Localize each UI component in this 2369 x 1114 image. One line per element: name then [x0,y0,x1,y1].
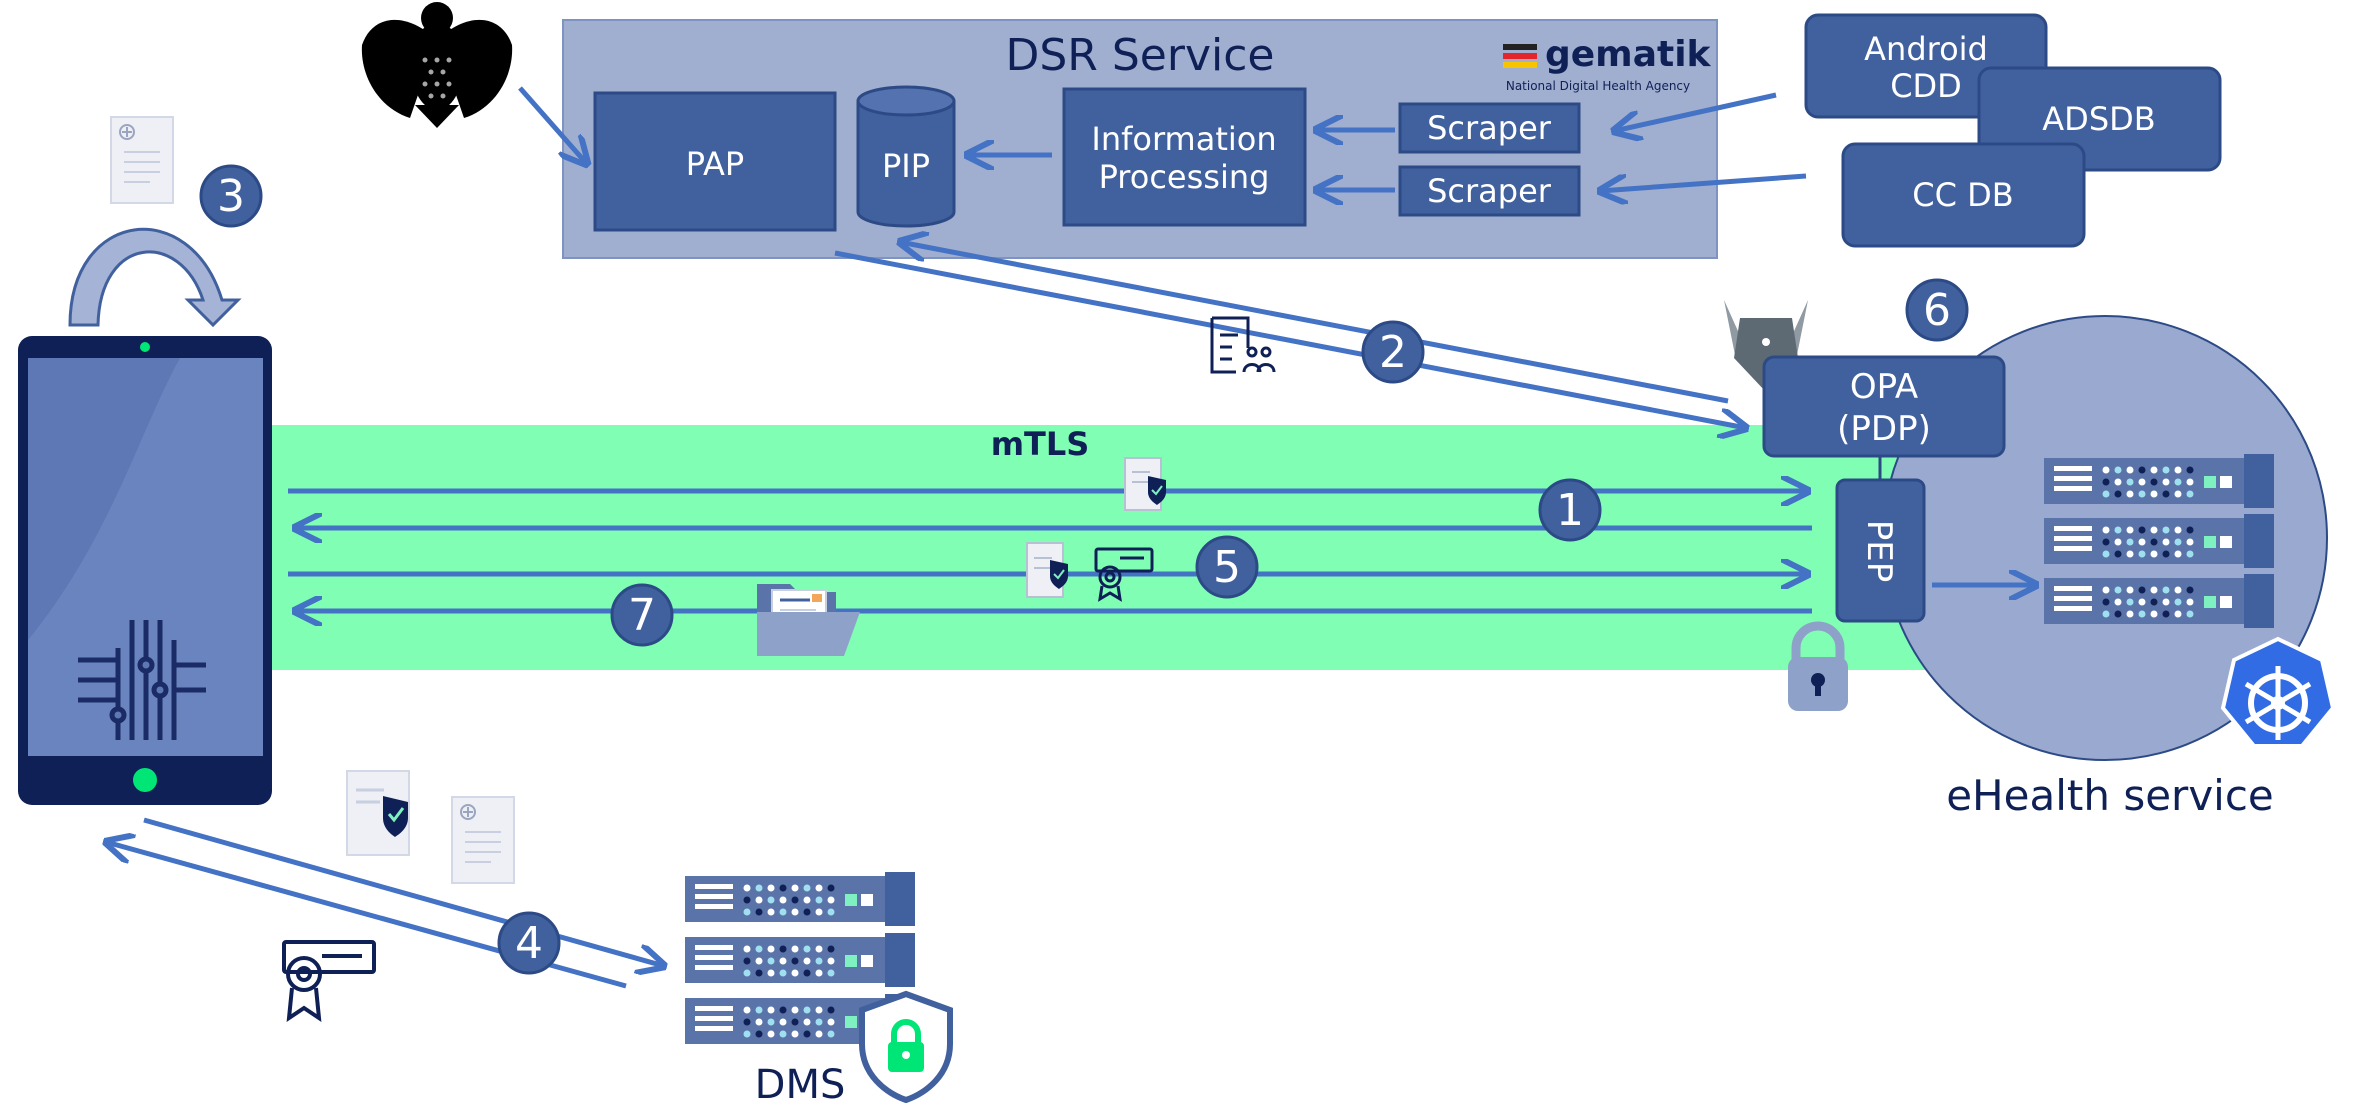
pep-label: PEP [1859,520,1899,583]
svg-text:1: 1 [1556,485,1584,536]
self-loop-arrow [68,227,242,328]
dms-label: DMS [755,1062,846,1108]
server-icon [685,872,915,926]
step-badge-5: 5 [1195,535,1259,599]
android-cdd-line-2: CDD [1890,67,1962,105]
dsr-service-title: DSR Service [1006,30,1275,81]
step-badge-6: 6 [1905,278,1969,342]
opa-label-line-1: OPA [1850,367,1918,407]
scraper-label-1: Scraper [1427,109,1552,147]
step-badge-2: 2 [1361,320,1425,384]
arrow-sources-to-scraper-1 [1614,92,1777,131]
scraper-box-2[interactable] [1398,165,1581,217]
pap-box[interactable] [593,91,837,232]
step-badge-3: 3 [199,164,263,228]
cc-db-label: CC DB [1912,176,2013,214]
scraper-box-1[interactable] [1398,102,1581,154]
arrow-pap-to-opa [834,250,1746,428]
pap-label: PAP [686,145,744,183]
kubernetes-icon [2220,636,2336,748]
lock-icon [1788,621,1848,711]
server-icon [2044,454,2274,508]
eagle-icon [361,2,513,128]
pip-label: PIP [882,147,930,185]
smartphone[interactable] [18,336,272,805]
svg-text:5: 5 [1213,542,1241,593]
opa-pdp-box[interactable] [1762,355,2006,458]
folder-icon [757,584,860,656]
medical-document-icon [110,116,174,204]
server-icon [685,933,915,987]
cc-db-box[interactable] [1841,142,2086,248]
shield-lock-icon [859,990,953,1104]
arrow-opa-to-pip [900,242,1729,404]
arrow-eagle-to-pap [518,86,587,164]
policy-document-icon [1210,316,1276,374]
gematik-logo-icon [1503,44,1537,68]
gematik-tagline: National Digital Health Agency [1506,79,1690,93]
information-processing-line-1: Information [1091,120,1276,158]
arrow-phone-to-dms [143,817,664,966]
android-cdd-line-1: Android [1864,30,1988,68]
ehealth-server-stack [2044,454,2274,628]
svg-text:3: 3 [217,171,245,222]
medical-document-icon-2 [451,796,515,884]
pep-box[interactable] [1835,478,1926,623]
pip-database[interactable] [856,85,956,228]
adsdb-label: ADSDB [2042,100,2155,138]
information-processing-line-2: Processing [1099,158,1270,196]
step-badge-1: 1 [1538,478,1602,542]
step-badge-4: 4 [497,911,561,975]
gematik-name: gematik [1545,34,1712,75]
ehealth-service-label: eHealth service [1946,771,2274,820]
signed-document-icon-3 [346,770,410,856]
scraper-label-2: Scraper [1427,172,1552,210]
arrow-sources-to-scraper-2 [1600,173,1807,191]
svg-text:7: 7 [628,590,656,641]
signed-document-icon-2 [1026,542,1068,598]
mtls-label: mTLS [991,425,1090,463]
step-badge-7: 7 [610,583,674,647]
certificate-icon [1094,547,1154,602]
opa-label-line-2: (PDP) [1837,409,1931,449]
svg-text:4: 4 [515,918,543,969]
server-icon [2044,514,2274,568]
svg-text:6: 6 [1923,285,1951,336]
information-processing-box[interactable] [1062,87,1307,227]
certificate-icon-2 [282,940,376,1023]
server-icon [2044,574,2274,628]
signed-document-icon [1124,457,1166,511]
svg-text:2: 2 [1379,327,1407,378]
